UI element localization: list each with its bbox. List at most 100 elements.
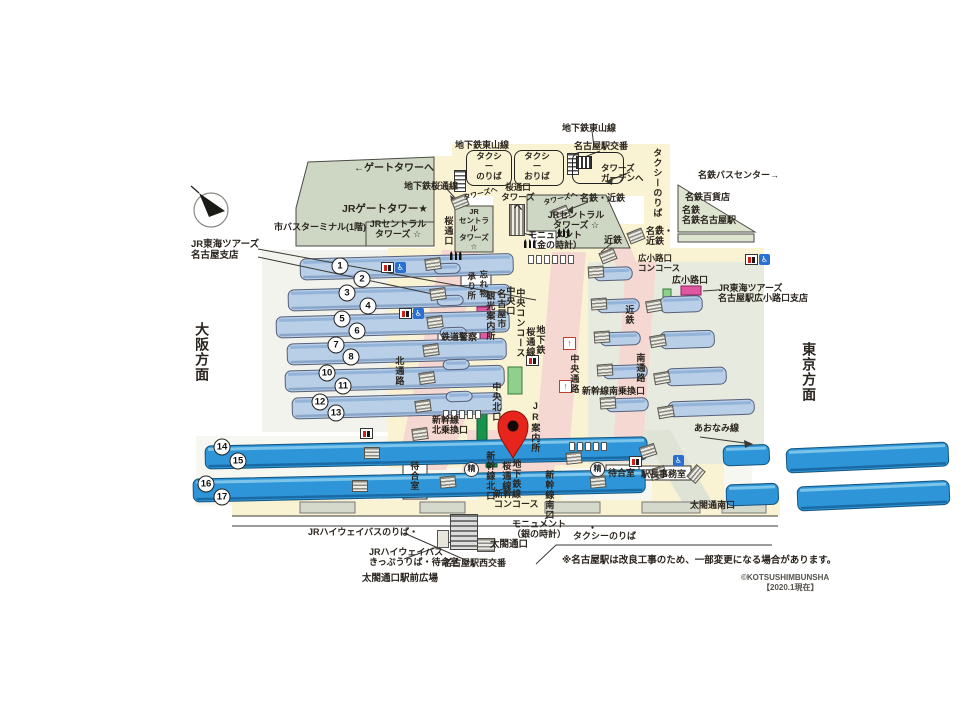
toilet-figure: [529, 358, 532, 364]
stair-landing-edge: [597, 268, 630, 273]
map-label: 【2020.1現在】: [762, 583, 819, 592]
compass-icon: [193, 192, 229, 228]
platform-number: 7: [327, 336, 345, 354]
map-label: モニュメント （金の時計）: [528, 230, 583, 251]
map-label: 名鉄バスセンター→: [698, 170, 780, 180]
wheelchair-icon: ♿: [759, 254, 770, 265]
map-line: [591, 130, 595, 148]
gate-post: [451, 410, 457, 419]
map-label: 太閤通口: [490, 539, 529, 550]
toilet-icon: [360, 428, 373, 439]
people-icon: [450, 251, 462, 260]
platform-number: 13: [327, 404, 345, 422]
map-area: [680, 285, 702, 296]
toilet-figure: [384, 265, 387, 271]
person-figure: [533, 239, 536, 248]
person-figure: [524, 239, 527, 248]
aonami-platform-edge: [789, 444, 946, 454]
map-label: 地下鉄東山線: [455, 140, 510, 150]
map-label: タクシーのりば: [573, 531, 637, 541]
map-label: 待合室: [608, 468, 636, 478]
map-label: 新幹線南乗換口: [582, 386, 646, 396]
map-label: 名古屋市: [496, 289, 507, 329]
toilet-figure: [752, 257, 755, 263]
map-label: 鉄道警察: [441, 332, 478, 342]
map-label: 桜通口 タワーズへ: [501, 182, 535, 212]
map-area: [299, 501, 356, 514]
map-label: 南通路: [635, 353, 646, 383]
map-label: 市バスターミナル(1階): [274, 222, 367, 232]
taxi-area-outline: [466, 150, 512, 186]
toilet-figure: [388, 265, 391, 271]
map-label: タクシーのりば: [652, 148, 663, 218]
person-figure: [459, 251, 462, 260]
map-label: 名鉄・近鉄: [580, 193, 626, 203]
map-label: 新幹線北口: [485, 451, 496, 501]
stair-landing-edge: [600, 300, 637, 305]
gate-post: [443, 410, 449, 419]
police-box-icon: [576, 156, 592, 169]
person-figure: [562, 228, 565, 237]
compass-needle: [199, 193, 225, 217]
map-label: 近鉄: [604, 235, 623, 245]
map-label: 駅長事務室: [641, 469, 687, 479]
map-label: JRセントラル タワーズ ☆: [369, 219, 427, 240]
map-label: JRハイウェイバスのりば・: [308, 527, 419, 537]
person-figure: [454, 251, 457, 260]
fare-adjustment-icon: 精: [464, 462, 479, 477]
aonami-platform-edge: [800, 500, 947, 510]
map-area: [641, 501, 701, 514]
stair-landing-edge: [609, 399, 646, 404]
kintetsu-platform-edge: [663, 332, 712, 337]
map-label: 待合室: [409, 461, 420, 491]
map-label: 中央北口: [491, 382, 502, 422]
stairs-icon: [450, 514, 478, 550]
map-label: 桜通線: [525, 327, 536, 357]
map-area: [419, 501, 466, 514]
platform-number: 17: [213, 488, 231, 506]
taxi-area-outline: [514, 150, 564, 186]
map-label: 中央通路: [569, 354, 580, 394]
wheelchair-icon: ♿: [673, 455, 684, 466]
map-label: 名鉄 名鉄名古屋駅: [682, 205, 737, 226]
map-area: [454, 205, 494, 253]
map-label: 中央コンコース: [515, 288, 526, 358]
map-label: 承り所: [466, 272, 477, 301]
gate-post: [528, 255, 534, 264]
map-label: モニュメント （銀の時計）: [512, 519, 567, 540]
people-icon: [524, 239, 536, 248]
platform-number: 3: [338, 284, 356, 302]
map-label: 名鉄百貨店: [685, 192, 731, 202]
platform-number: 2: [353, 270, 371, 288]
map-label: ←ゲートタワーへ: [354, 163, 434, 174]
platform-number: 10: [318, 364, 336, 382]
gate-post: [593, 442, 599, 451]
map-label: 観光案内所: [485, 291, 496, 341]
map-label: 東京方面: [801, 342, 818, 402]
map-label: 太閤通南口: [690, 500, 736, 510]
map-label: JR セントラル タワーズ ☆: [459, 207, 489, 251]
gate-post: [459, 410, 465, 419]
gate-post: [560, 255, 566, 264]
map-label: タワーズ ガーデンへ: [601, 163, 644, 183]
map-label: JR東海ツアーズ 名古屋駅広小路口支店: [718, 283, 809, 304]
gate-post: [467, 410, 473, 419]
map-line: [257, 248, 537, 301]
map-label: 広小路口 コンコース: [638, 253, 681, 273]
stair-landing-edge: [603, 333, 638, 338]
map-line: [257, 256, 443, 297]
map-label: 地下鉄東山線: [562, 123, 617, 133]
stair-landing-edge: [446, 361, 467, 365]
platform-number: 11: [334, 377, 352, 395]
kintetsu-platform-edge: [671, 401, 752, 407]
toilet-figure: [363, 431, 366, 437]
kintetsu-platform-edge: [663, 297, 700, 302]
ticket-gates-icon: [528, 251, 576, 269]
platform-number: 6: [348, 322, 366, 340]
map-label: 地下鉄: [511, 459, 522, 489]
people-icon: [558, 228, 570, 237]
